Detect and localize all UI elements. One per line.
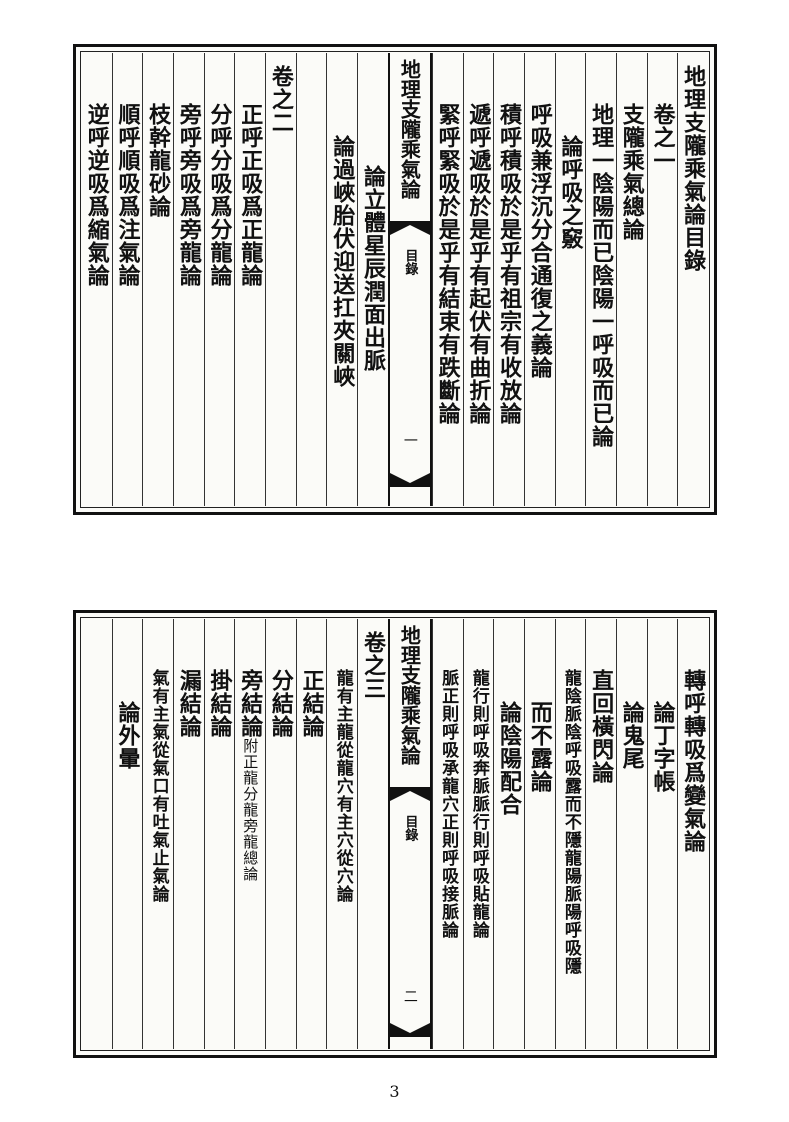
column: 旁結論附正龍分龍旁龍總論 <box>234 619 265 1049</box>
column-text: 逆呼逆吸爲縮氣論 <box>83 103 110 287</box>
fishtail-mark-icon <box>389 221 430 235</box>
fishtail-mark-icon <box>389 787 430 801</box>
column-text: 掛結論 <box>206 669 233 738</box>
column: 論鬼尾 <box>615 619 647 1049</box>
column-text: 論陰陽配合 <box>496 701 523 816</box>
column-text: 旁結論附正龍分龍旁龍總論 <box>237 669 264 882</box>
column-text: 枝幹龍砂論 <box>145 103 172 218</box>
fishtail-mark-icon <box>389 473 430 487</box>
fishtail-mark-icon <box>389 1023 430 1037</box>
column-text: 直回橫閃論 <box>588 669 615 784</box>
center-banner: 地理支隴乘氣論 目錄 二 <box>387 619 432 1049</box>
column-text: 旁呼旁吸爲旁龍論 <box>175 103 202 287</box>
page-number: 3 <box>389 1082 400 1101</box>
center-banner: 地理支隴乘氣論 目錄 一 <box>387 53 432 506</box>
column-text: 漏結論 <box>175 669 202 738</box>
column: 呼吸兼浮沉分合通復之義論 <box>523 53 555 506</box>
column <box>295 53 327 506</box>
column-text: 緊呼緊吸於是乎有結束有跌斷論 <box>434 103 461 425</box>
column-text: 卷之一 <box>649 103 676 172</box>
column: 論陰陽配合 <box>493 619 524 1049</box>
column-text: 支隴乘氣總論 <box>618 103 645 241</box>
column: 卷之三 <box>357 619 388 1049</box>
column: 卷之一 <box>646 53 678 506</box>
bottom-page: 轉呼轉吸爲變氣論 論丁字帳 論鬼尾 直回橫閃論 龍陰脈陰呼吸露而不隱龍陽脈陽呼吸… <box>73 610 717 1058</box>
column <box>82 619 112 1049</box>
banner-section: 目錄 <box>402 249 418 275</box>
column: 而不露論 <box>523 619 555 1049</box>
column-text: 順呼順吸爲注氣論 <box>114 103 141 287</box>
column: 論丁字帳 <box>646 619 678 1049</box>
column: 正呼正吸爲正龍論 <box>234 53 265 506</box>
column-text: 脈正則呼吸承龍穴正則呼吸接脈論 <box>438 669 459 939</box>
column: 順呼順吸爲注氣論 <box>111 53 143 506</box>
column: 論立體星辰潤面出脈 <box>357 53 388 506</box>
column-text: 論過峽胎伏迎送扛夾關峽 <box>329 135 356 388</box>
column-text: 正呼正吸爲正龍論 <box>237 103 264 287</box>
column-text: 論丁字帳 <box>649 701 676 793</box>
column: 脈正則呼吸承龍穴正則呼吸接脈論 <box>431 619 463 1049</box>
column: 緊呼緊吸於是乎有結束有跌斷論 <box>431 53 463 506</box>
column-text: 呼吸兼浮沉分合通復之義論 <box>526 103 553 379</box>
column: 論外暈 <box>111 619 143 1049</box>
column: 掛結論 <box>203 619 235 1049</box>
column-text: 龍陰脈陰呼吸露而不隱龍陽脈陽呼吸隱 <box>560 669 581 975</box>
banner-page: 一 <box>401 433 418 447</box>
column-text: 地理一陰陽而已陰陽一呼吸而已論 <box>588 103 615 448</box>
column-text: 氣有主氣從氣口有吐氣止氣論 <box>148 669 169 903</box>
banner-section: 目錄 <box>402 815 418 841</box>
column: 論呼吸之竅 <box>554 53 586 506</box>
column-text: 遞呼遞吸於是乎有起伏有曲折論 <box>465 103 492 425</box>
column: 龍行則呼吸奔脈脈行則呼吸貼龍論 <box>462 619 494 1049</box>
top-page-columns: 地理支隴乘氣論目錄 卷之一 支隴乘氣總論 地理一陰陽而已陰陽一呼吸而已論 論呼吸… <box>82 53 708 506</box>
column: 卷之二 <box>265 53 296 506</box>
column: 支隴乘氣總論 <box>615 53 647 506</box>
column-text: 卷之二 <box>267 65 294 134</box>
column: 論過峽胎伏迎送扛夾關峽 <box>326 53 357 506</box>
banner-page: 二 <box>401 989 418 1003</box>
banner-title: 地理支隴乘氣論 <box>397 59 422 199</box>
column-text: 轉呼轉吸爲變氣論 <box>680 669 707 853</box>
column: 枝幹龍砂論 <box>142 53 173 506</box>
column-text: 論鬼尾 <box>618 701 645 770</box>
column: 正結論 <box>295 619 327 1049</box>
column: 旁呼旁吸爲旁龍論 <box>173 53 204 506</box>
column: 龍陰脈陰呼吸露而不隱龍陽脈陽呼吸隱 <box>554 619 586 1049</box>
column-text: 論立體星辰潤面出脈 <box>359 165 386 372</box>
column: 直回橫閃論 <box>585 619 616 1049</box>
column: 地理一陰陽而已陰陽一呼吸而已論 <box>585 53 616 506</box>
entry-title: 旁結論 <box>237 669 264 738</box>
column-text: 論呼吸之竅 <box>557 135 584 250</box>
column: 積呼積吸於是乎有祖宗有收放論 <box>493 53 524 506</box>
column: 地理支隴乘氣論目錄 <box>677 53 708 506</box>
column: 轉呼轉吸爲變氣論 <box>677 619 708 1049</box>
column: 逆呼逆吸爲縮氣論 <box>82 53 112 506</box>
column-text: 積呼積吸於是乎有祖宗有收放論 <box>496 103 523 425</box>
column-text: 而不露論 <box>526 701 553 793</box>
column-text: 正結論 <box>298 669 325 738</box>
column-text: 卷之三 <box>359 631 386 700</box>
column-text: 龍有主龍從龍穴有主穴從穴論 <box>332 669 353 903</box>
column-text: 分呼分吸爲分龍論 <box>206 103 233 287</box>
column-text: 分結論 <box>267 669 294 738</box>
column-text: 地理支隴乘氣論目錄 <box>680 65 707 272</box>
banner-title: 地理支隴乘氣論 <box>397 625 422 765</box>
column: 漏結論 <box>173 619 204 1049</box>
top-page: 地理支隴乘氣論目錄 卷之一 支隴乘氣總論 地理一陰陽而已陰陽一呼吸而已論 論呼吸… <box>73 44 717 515</box>
column: 分呼分吸爲分龍論 <box>203 53 235 506</box>
column: 龍有主龍從龍穴有主穴從穴論 <box>326 619 357 1049</box>
column-text: 論外暈 <box>114 701 141 770</box>
column: 分結論 <box>265 619 296 1049</box>
column: 氣有主氣從氣口有吐氣止氣論 <box>142 619 173 1049</box>
entry-note: 附正龍分龍旁龍總論 <box>241 738 260 882</box>
column: 遞呼遞吸於是乎有起伏有曲折論 <box>462 53 494 506</box>
bottom-page-columns: 轉呼轉吸爲變氣論 論丁字帳 論鬼尾 直回橫閃論 龍陰脈陰呼吸露而不隱龍陽脈陽呼吸… <box>82 619 708 1049</box>
column-text: 龍行則呼吸奔脈脈行則呼吸貼龍論 <box>468 669 489 939</box>
